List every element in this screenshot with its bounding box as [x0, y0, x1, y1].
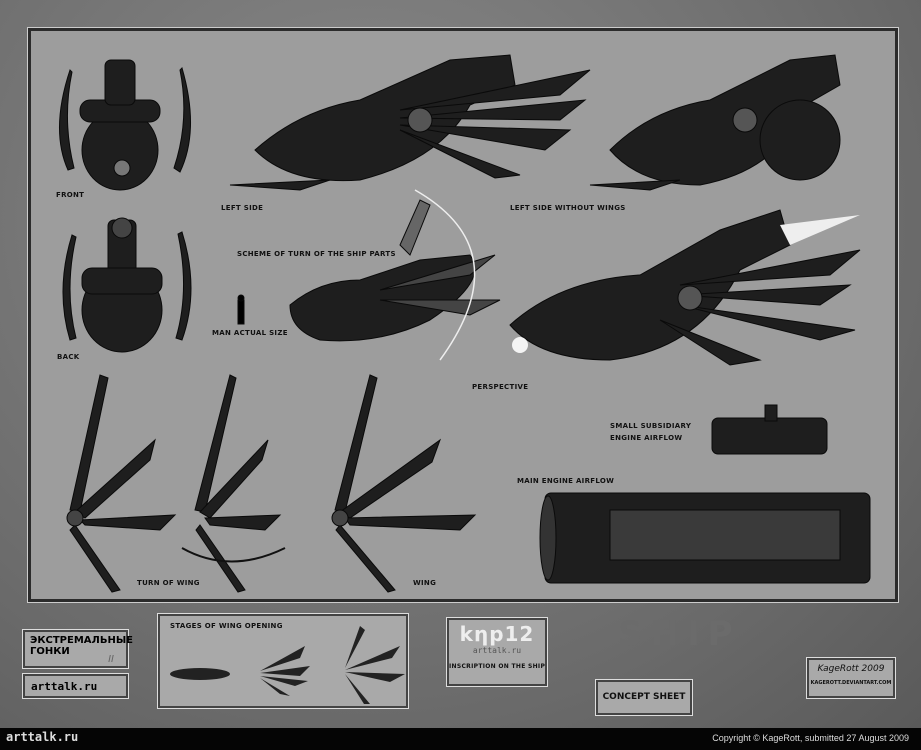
label-scheme: SCHEME OF TURN OF THE SHIP PARTS: [237, 250, 396, 258]
label-left-side: LEFT SIDE: [221, 204, 264, 212]
ship-left-side-no-wings: [589, 54, 841, 191]
game-title-card: ЭКСТРЕМАЛЬНЫЕ ГОНКИ II: [23, 630, 134, 668]
small-engine: [711, 404, 828, 455]
concept-sheet-title: CONCEPT SHEET: [602, 692, 686, 702]
footer-bar: arttalk.ru Copyright © KageRott, submitt…: [0, 728, 921, 750]
label-front: FRONT: [56, 191, 85, 199]
wing-turn-1: [66, 374, 177, 593]
label-perspective: PERSPECTIVE: [472, 383, 529, 391]
ship-illustrations: [58, 54, 871, 593]
label-left-side-without-wings: LEFT SIDE WITHOUT WINGS: [510, 204, 626, 212]
stages-title: STAGES OF WING OPENING: [170, 622, 283, 630]
inscription-text: kηp12: [459, 622, 535, 646]
stages-of-wing-opening-card: STAGES OF WING OPENING: [158, 614, 408, 708]
label-main-engine: MAIN ENGINE AIRFLOW: [517, 477, 615, 485]
ship-left-side: [229, 54, 591, 191]
label-wing: WING: [413, 579, 437, 587]
footer-logo[interactable]: arttalk.ru: [6, 730, 79, 744]
ship-front-view: [58, 59, 192, 191]
inscription-logo: arttalk.ru: [472, 646, 522, 655]
artist-card: KageRott 2009 KAGEROTT.DEVIANTART.COM: [807, 658, 895, 698]
copyright-text: Copyright © KageRott, submitted 27 Augus…: [712, 733, 909, 743]
label-back: BACK: [57, 353, 80, 361]
main-engine: [539, 492, 871, 584]
ship-perspective: [509, 209, 861, 366]
arttalk-logo: arttalk.ru: [23, 674, 128, 698]
ship-scheme-turn: [237, 189, 501, 361]
inscription-card: kηp12 arttalk.ru INSCRIPTION ON THE SHIP: [447, 618, 547, 686]
label-man-actual-size: MAN ACTUAL SIZE: [212, 329, 288, 337]
wing: [331, 374, 477, 593]
ship-watermark: SHIP: [618, 614, 741, 654]
label-small-engine: SMALL SUBSIDIARY ENGINE AIRFLOW: [610, 422, 692, 442]
artist-signature: KageRott 2009: [817, 664, 885, 674]
deviantart-link[interactable]: KAGEROTT.DEVIANTART.COM: [810, 680, 892, 686]
game-title-suffix: II: [108, 654, 114, 665]
concept-sheet-card: CONCEPT SHEET: [596, 680, 692, 715]
game-title: ЭКСТРЕМАЛЬНЫЕ ГОНКИ: [30, 635, 134, 657]
wing-stages-icons: [170, 626, 405, 704]
ship-back-view: [62, 217, 192, 353]
wing-turn-2: [181, 374, 286, 593]
inscription-caption: INSCRIPTION ON THE SHIP: [449, 663, 546, 670]
label-turn-of-wing: TURN OF WING: [137, 579, 200, 587]
artwork-frame: FRONT LEFT SIDE LEFT SIDE WITHOUT WINGS …: [0, 0, 921, 728]
